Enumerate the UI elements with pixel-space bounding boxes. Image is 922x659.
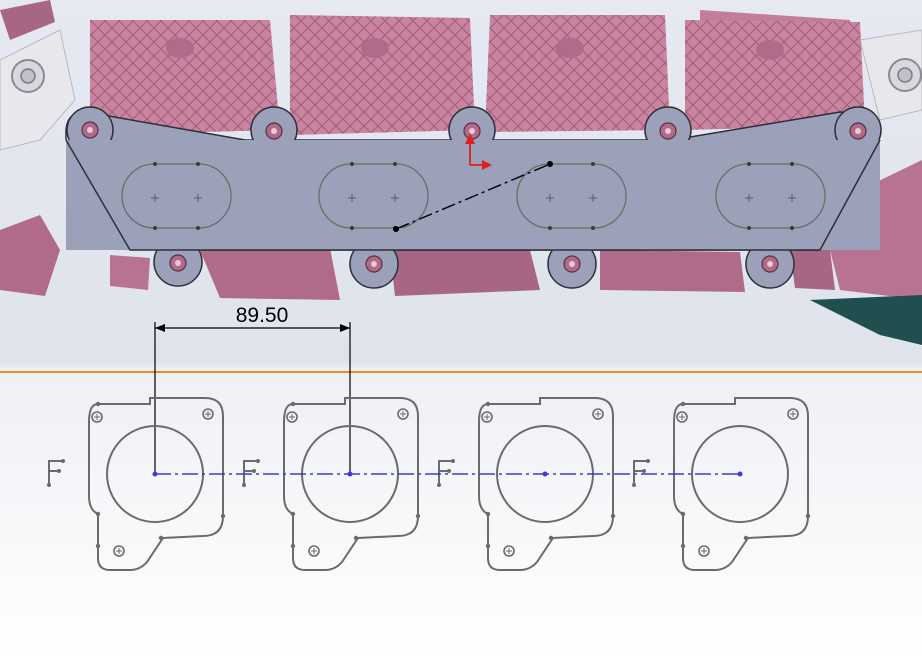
bolt-hole bbox=[397, 408, 409, 420]
coordinate-triad-icon bbox=[465, 133, 492, 170]
gasket-sketch[interactable] bbox=[632, 397, 811, 571]
bolt-hole bbox=[787, 408, 799, 420]
dimension-value[interactable]: 89.50 bbox=[236, 304, 289, 327]
gasket-sketch[interactable] bbox=[47, 397, 226, 571]
bolt-hole bbox=[676, 411, 688, 423]
bolt-hole bbox=[698, 545, 710, 557]
bolt-hole bbox=[202, 408, 214, 420]
bolt-hole bbox=[503, 545, 515, 557]
port-circle bbox=[691, 425, 789, 523]
bolt-hole bbox=[592, 408, 604, 420]
sketch-profiles[interactable] bbox=[47, 397, 811, 571]
bolt-hole bbox=[308, 545, 320, 557]
flange-plate[interactable] bbox=[65, 106, 882, 289]
bolt-hole bbox=[286, 411, 298, 423]
gasket-sketch[interactable] bbox=[437, 397, 616, 571]
bolt-hole bbox=[91, 411, 103, 423]
bolt-hole bbox=[113, 545, 125, 557]
bolt-hole bbox=[481, 411, 493, 423]
construction-line[interactable] bbox=[393, 161, 553, 232]
